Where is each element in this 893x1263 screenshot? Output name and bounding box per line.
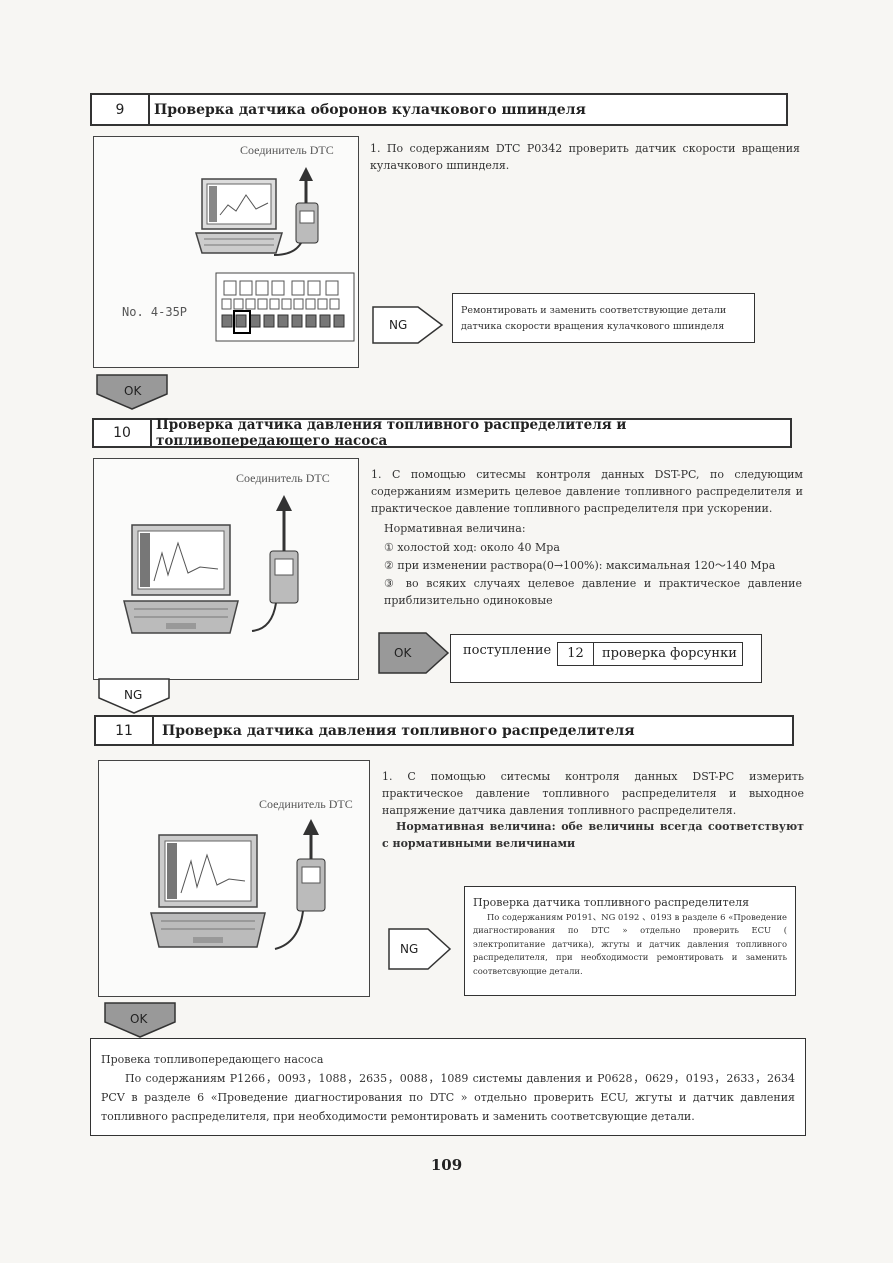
normative-label: Нормативная величина: <box>384 522 526 535</box>
step-11-description: 1. С помощью ситесмы контроля данных DST… <box>382 770 804 817</box>
norm-item-3: ③ во всяких случаях целевое давление и п… <box>384 577 802 607</box>
connector-label: Соединитель DTC <box>236 471 330 485</box>
ng-label: NG <box>400 942 419 956</box>
goto-step-box: 12 проверка форсунки <box>557 642 743 666</box>
final-pump-check: Провека топливопередающего насоса По сод… <box>90 1038 806 1136</box>
goto-step-number: 12 <box>558 643 594 665</box>
connector-label: Соединитель DTC <box>259 797 353 811</box>
step-10-header: 10 Проверка датчика давления топливного … <box>92 417 792 449</box>
step-10-description: 1. С помощью ситесмы контроля данных DST… <box>371 468 803 515</box>
goto-step-title: проверка форсунки <box>602 646 737 661</box>
laptop-illustration <box>194 178 284 254</box>
laptop-illustration <box>150 834 266 948</box>
ok-label: OK <box>124 384 142 398</box>
ng-result-line-1: Ремонтировать и заменить соответствующие… <box>461 305 727 316</box>
dtc-device-illustration <box>274 819 326 950</box>
figure-reference: No. 4-35P <box>122 305 188 319</box>
step-9-figure: Соединитель DTC No. 4-35P <box>93 136 359 368</box>
dtc-device-illustration <box>273 167 319 256</box>
connector-label: Соединитель DTC <box>240 143 334 157</box>
ng-result-title: Проверка датчика топливного распределите… <box>473 896 750 909</box>
page-number: 109 <box>430 1156 463 1174</box>
laptop-illustration <box>123 524 239 634</box>
ok-label: OK <box>130 1012 148 1026</box>
ok-down-arrow <box>96 374 168 410</box>
ng-down-arrow <box>98 678 170 714</box>
step-title: Проверка датчика оборонов кулачкового шп… <box>154 101 586 118</box>
step-11-figure: Соединитель DTC <box>98 760 370 997</box>
ok-label: OK <box>394 646 412 660</box>
step-11-header: 11 Проверка датчика давления топливного … <box>94 715 794 746</box>
step-11-ng-result: Проверка датчика топливного распределите… <box>464 886 796 996</box>
normative-text: Нормативная величина: обе величины всегд… <box>382 820 804 850</box>
step-9-header: 9 Проверка датчика оборонов кулачкового … <box>90 93 788 126</box>
step-number: 9 <box>92 95 150 124</box>
ng-arrow <box>388 928 452 970</box>
ng-label: NG <box>389 318 408 332</box>
fuse-box-diagram <box>215 272 355 342</box>
step-9-description: 1. По содержаниям DTC P0342 проверить да… <box>370 142 800 172</box>
ng-label: NG <box>124 688 143 702</box>
step-title: Проверка датчика давления топливного рас… <box>162 722 635 739</box>
step-title: Проверка датчика давления топливного рас… <box>156 417 627 449</box>
ng-result-text: По содержаниям P0191、NG 0192 、0193 в раз… <box>473 912 787 976</box>
step-9-ng-result: Ремонтировать и заменить соответствующие… <box>452 293 755 343</box>
ng-result-line-2: датчика скорости вращения кулачкового шп… <box>461 321 725 332</box>
proceed-text: поступление <box>463 643 552 658</box>
final-text: По содержаниям P1266，0093，1088，2635，0088… <box>101 1072 795 1123</box>
ok-arrow <box>378 632 450 674</box>
step-number: 10 <box>94 420 152 446</box>
final-title: Провека топливопередающего насоса <box>101 1053 324 1066</box>
step-number: 11 <box>96 717 154 744</box>
ok-down-arrow <box>104 1002 176 1038</box>
ng-arrow <box>372 306 444 344</box>
dtc-device-illustration <box>251 495 299 632</box>
step-10-ok-result: поступление 12 проверка форсунки <box>450 634 762 683</box>
norm-item-2: ② при изменении раствора(0→100%): максим… <box>384 559 776 572</box>
step-10-figure: Соединитель DTC <box>93 458 359 680</box>
norm-item-1: ① холостой ход: около 40 Мра <box>384 541 560 554</box>
